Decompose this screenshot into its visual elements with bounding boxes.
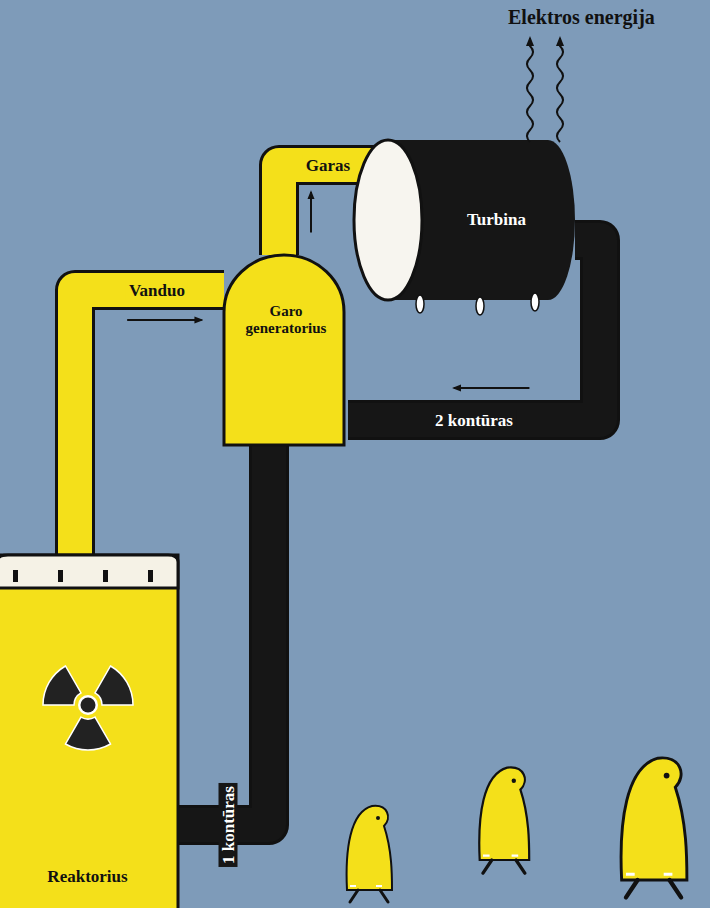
steam-generator-body (224, 255, 344, 445)
node-label: Turbina (467, 210, 526, 230)
steam-generator-box: Garo generatorius (224, 255, 348, 445)
cartoon-figures (347, 758, 687, 902)
output-label: Elektros energija (508, 6, 655, 29)
flow-arrow (310, 192, 312, 233)
node-label: Garo generatorius (229, 303, 343, 338)
pipe-outline (75, 290, 224, 555)
pipe-connector (75, 290, 224, 555)
turbine-box: Turbina (355, 140, 575, 300)
pipe-fill (178, 445, 269, 825)
pipe-outline (178, 445, 269, 825)
turbine-body (354, 140, 575, 315)
electricity-arrows (527, 38, 563, 142)
flow-arrow (454, 387, 530, 389)
pipe-fill (75, 290, 224, 555)
reactor-body (0, 555, 178, 908)
pipe-label: Garas (303, 156, 353, 175)
reactor-box: Reaktorius (0, 555, 178, 908)
pipe-label: Vanduo (126, 281, 188, 300)
pipe-label: 2 kontūras (432, 411, 516, 430)
pipe-label: 1 kontūras (219, 783, 238, 867)
radiation-symbol (43, 666, 133, 750)
flow-arrow (127, 319, 201, 321)
node-label: Reaktorius (47, 867, 127, 887)
